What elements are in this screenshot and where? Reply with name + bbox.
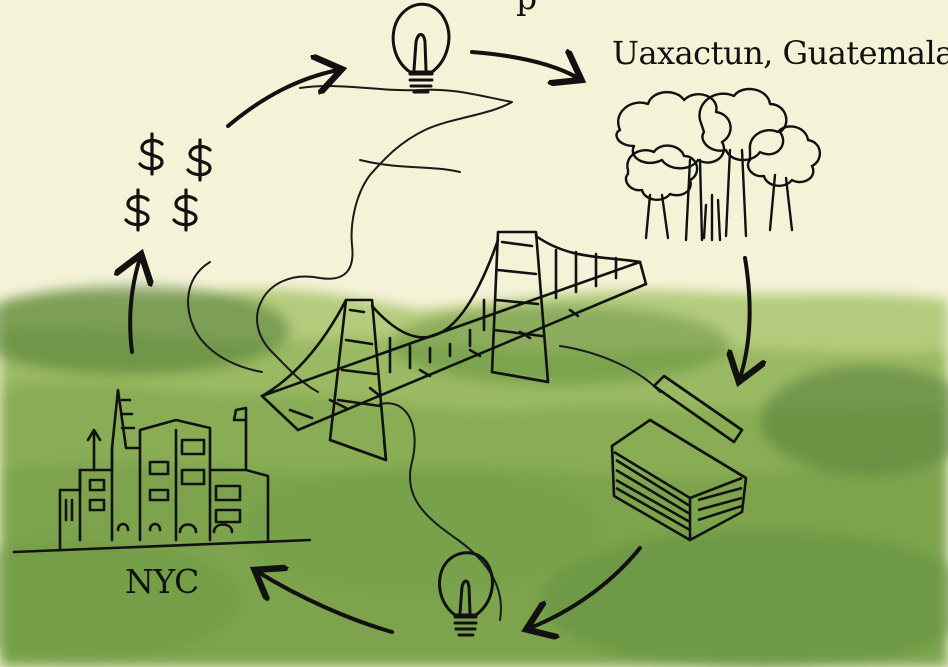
top-partial-label: p (516, 0, 537, 17)
arrow-forest-to-lumber (740, 256, 750, 378)
arrow-idea-to-city (258, 572, 394, 634)
arrow-idea-to-forest (470, 52, 578, 78)
city-skyline-icon (12, 388, 312, 554)
watercolor-wash (0, 285, 948, 667)
lumber-icon (610, 374, 748, 542)
arrow-money-to-idea (226, 70, 338, 128)
cycle-arrows (130, 52, 750, 632)
lightbulb-icon (438, 551, 494, 637)
dollar-signs-icon (124, 132, 212, 232)
trees-icon (615, 87, 821, 242)
city-label: NYC (125, 562, 199, 601)
bridge-icon (260, 230, 648, 462)
arrow-lumber-to-idea (530, 546, 642, 628)
arrow-city-to-money (130, 258, 140, 354)
location-label: Uaxactun, Guatemala (612, 34, 948, 72)
lightbulb-icon (391, 2, 451, 94)
